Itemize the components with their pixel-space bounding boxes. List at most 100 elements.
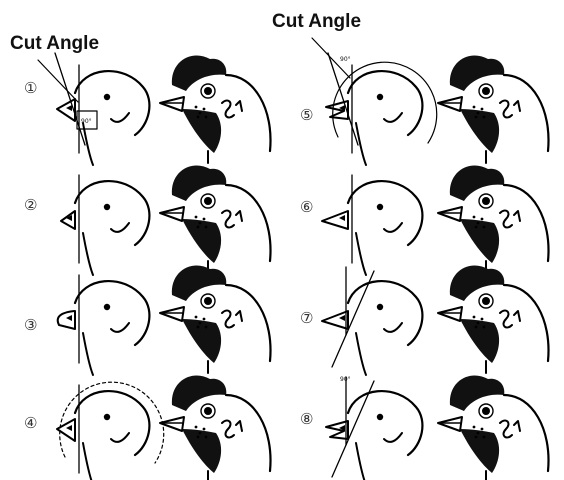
panel-number: ② [24,196,37,214]
speckle [483,226,486,229]
wattle-patch [460,109,499,153]
panel-number: ③ [24,316,37,334]
head-outline [504,185,549,261]
nostril-mark [66,315,72,321]
cut-angle-line [55,53,85,145]
angle-label: 90° [340,56,351,63]
head-outline [504,285,549,361]
neck-outline [83,333,93,375]
speckle [473,426,476,429]
head-outline [348,181,422,245]
speckle [197,116,200,119]
beak [160,307,184,321]
angle-label: 90° [81,118,92,125]
speckle [477,112,480,115]
ear-mark [236,311,242,321]
neck-outline [356,443,366,480]
speckle [203,318,206,321]
speckle [475,326,478,329]
panel-number: ⑤ [300,106,313,124]
beak [438,417,462,431]
nostril-mark [339,315,345,321]
cheek-mark [384,223,402,232]
neck-outline [356,233,366,275]
angle-label: 90° [340,376,351,383]
speckle [473,106,476,109]
crown-patch [172,375,226,411]
speckle [203,218,206,221]
head-outline [504,395,549,471]
panel-7: ⑦ [300,265,549,375]
speckle [203,108,206,111]
cheek-mark [384,433,402,442]
nostril-mark [66,425,72,431]
eye [204,407,212,415]
ear-mark [236,101,242,111]
eye [204,87,212,95]
panel-number: ⑥ [300,198,313,216]
ear-mark [514,101,520,111]
panel-2: ② [24,165,271,275]
panel-8: ⑧90° [300,375,549,480]
cheek-mark [111,113,129,122]
neck-outline [356,333,366,375]
speckle [481,318,484,321]
speckle [199,432,202,435]
speckle [203,428,206,431]
head-outline [75,71,149,135]
panel-1: ① 90° [24,53,271,165]
eye [204,297,212,305]
head-outline [75,281,149,345]
eye [104,94,110,100]
head-outline [348,391,422,455]
eye [482,297,490,305]
speckle [477,432,480,435]
neck-outline [83,233,93,275]
speckle [205,436,208,439]
speckle [197,326,200,329]
speckle [473,316,476,319]
speckle [481,428,484,431]
speckle [205,326,208,329]
ear-mark [236,421,242,431]
nostril-mark [66,105,72,111]
head-outline [348,281,422,345]
ear-mark [500,311,512,328]
head-outline [75,181,149,245]
cheek-mark [111,323,129,332]
speckle [195,216,198,219]
panel-3: ③ [24,265,271,375]
eye [104,304,110,310]
head-outline [226,75,271,151]
ear-mark [222,311,234,328]
title-pointer-line [38,60,78,102]
speckle [481,108,484,111]
panel-number: ④ [24,414,37,432]
cheek-mark [384,323,402,332]
neck-outline [83,443,93,480]
speckle [205,226,208,229]
head-outline [226,285,271,361]
head-outline [75,391,149,455]
speckle [197,226,200,229]
wattle-patch [460,429,499,473]
beak [160,97,184,111]
eye [104,414,110,420]
speckle [481,218,484,221]
nostril-mark [339,215,345,221]
cheek-mark [111,433,129,442]
eye [482,407,490,415]
ear-mark [222,421,234,438]
panel-number: ⑦ [300,309,313,327]
ear-mark [236,211,242,221]
speckle [483,116,486,119]
crown-patch [172,55,226,91]
eye [482,197,490,205]
ear-mark [514,311,520,321]
ear-mark [500,421,512,438]
panel-number: ① [24,79,37,97]
crown-patch [450,265,504,301]
speckle [199,322,202,325]
wattle-patch [182,219,221,263]
